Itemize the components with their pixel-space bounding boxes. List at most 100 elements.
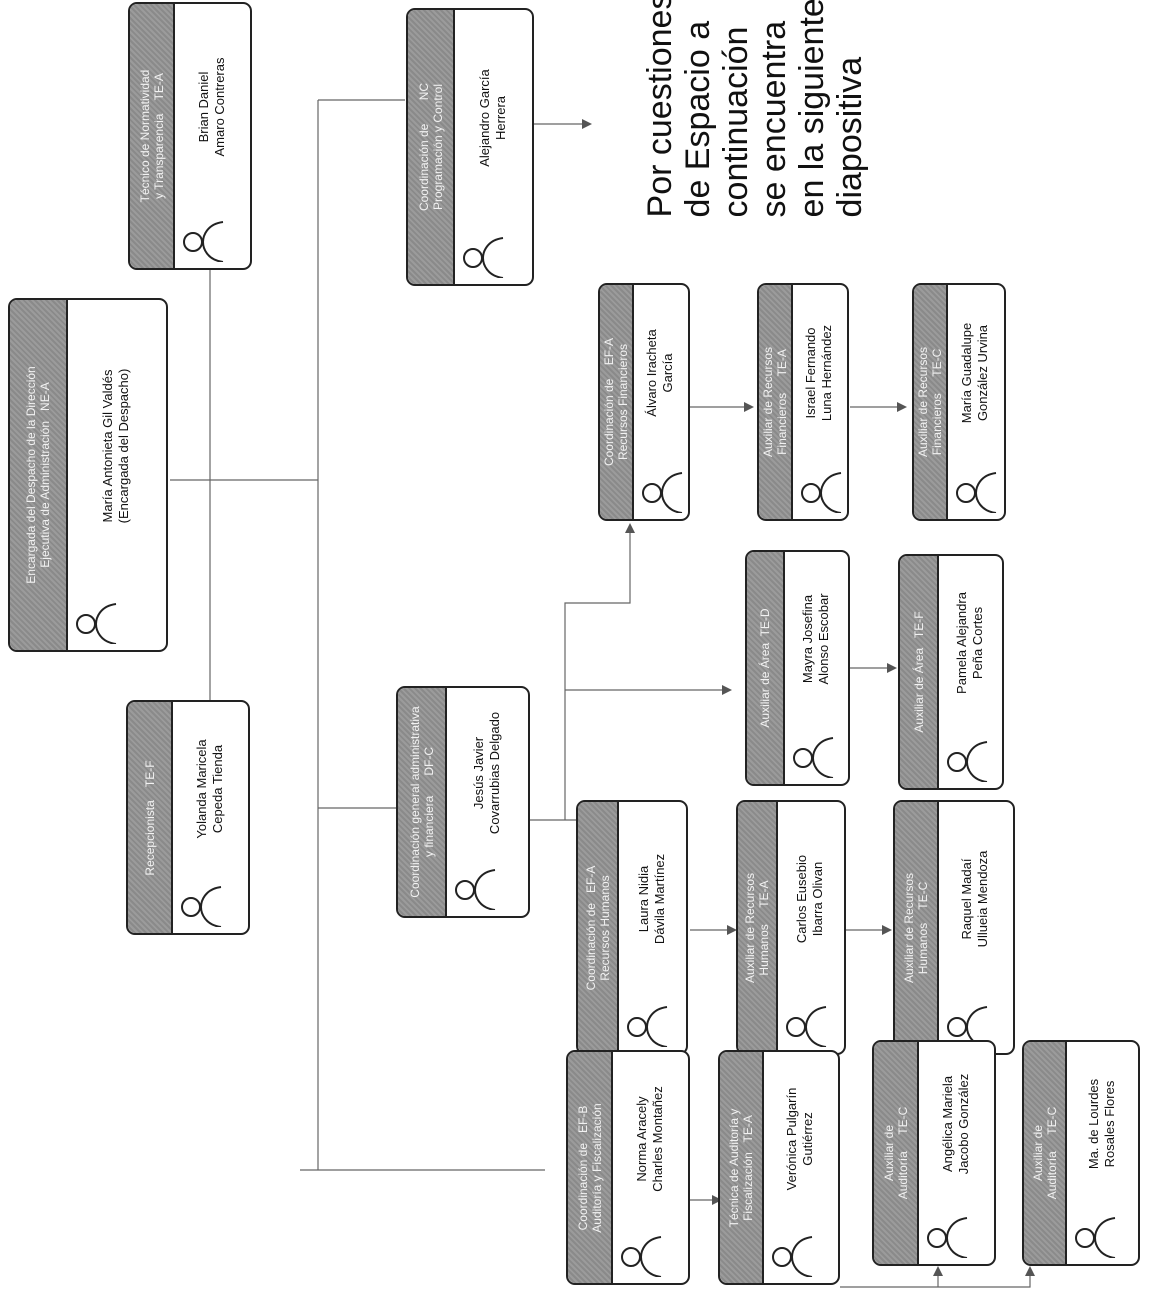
- node-body: Norma Aracely Charles Montañez: [611, 1052, 688, 1283]
- person-icon: [627, 1006, 668, 1047]
- person-icon: [181, 886, 222, 927]
- person-icon: [801, 472, 842, 513]
- person-name: Israel Fernando Luna Hernández: [803, 324, 834, 422]
- person-icon: [956, 472, 997, 513]
- node-title: Auxiliar de Recursos Financieros TE-C: [916, 346, 944, 458]
- node-title: Coordinación de EF-B Auditoría y Fiscali…: [575, 1102, 604, 1233]
- space-note-line: continuación: [717, 26, 755, 218]
- person-icon: [183, 221, 224, 262]
- person-name: María Guadalupe González Urvina: [959, 322, 990, 424]
- org-node-tec-auditoria: Técnica de Auditoría y Fiscalización TE-…: [718, 1050, 840, 1285]
- node-body: Alejandro García Herrera: [453, 10, 532, 284]
- node-body: Verónica Pulgarín Gutiérrez: [762, 1052, 838, 1283]
- node-title: Técnico de Normatividad y Transparencia …: [137, 69, 166, 203]
- node-body: Israel Fernando Luna Hernández: [791, 285, 847, 519]
- node-title: Auxiliar de Recursos Humanos TE-C: [902, 872, 930, 983]
- space-note-line: se encuentra: [755, 20, 793, 218]
- person-name: Raquel Madaí Ullueia Mendoza: [959, 850, 990, 947]
- person-icon: [621, 1236, 662, 1277]
- node-title: Auxiliar de Área TE-F: [911, 611, 926, 733]
- node-header: Coordinación de EF-A Recursos Humanos: [578, 802, 619, 1053]
- node-header: Coordinación general administrativa y fi…: [398, 688, 447, 916]
- node-title: Coordinación de NC Programación y Contro…: [416, 82, 445, 212]
- person-name: Ma. de Lourdes Rosales Flores: [1085, 1078, 1117, 1170]
- org-node-normatividad: Técnico de Normatividad y Transparencia …: [128, 2, 252, 270]
- person-icon: [1075, 1217, 1116, 1258]
- person-name: Laura Nidia Dávila Martínez: [635, 853, 667, 944]
- node-title: Coordinación de EF-A Recursos Humanos: [583, 865, 612, 990]
- person-name: Mayra Josefina Alonso Escobar: [799, 593, 831, 685]
- node-body: Álvaro Iracheta García: [632, 285, 688, 519]
- org-node-recepcionista: Recepcionista TE-F Yolanda Maricela Ceped…: [126, 700, 250, 935]
- person-name: Alejandro García Herrera: [476, 69, 508, 167]
- node-body: Raquel Madaí Ullueia Mendoza: [937, 802, 1013, 1053]
- space-note-line: de Espacio a: [679, 20, 717, 218]
- node-title: Recepcionista TE-F: [142, 759, 157, 876]
- person-name: Carlos Eusebio Ibarra Olivan: [794, 854, 825, 943]
- node-header: Auxiliar de Recursos Humanos TE-A: [738, 802, 778, 1053]
- person-icon: [786, 1006, 827, 1047]
- person-name: Brian Daniel Amaro Contreras: [195, 57, 227, 157]
- person-icon: [947, 741, 988, 782]
- person-name: Jesús Javier Covarrubias Delgado: [470, 711, 502, 835]
- node-header: Auxiliar de Área TE-D: [747, 552, 785, 784]
- person-icon: [772, 1236, 813, 1277]
- node-title: Encargada del Despacho de la Dirección E…: [24, 366, 52, 584]
- node-body: María Antonieta Gil Valdés (Encargada de…: [66, 300, 166, 650]
- space-note-line: en la siguiente: [793, 0, 831, 218]
- node-header: Auxiliar de Auditoría TE-C: [874, 1042, 919, 1264]
- node-header: Coordinación de EF-A Recursos Financiero…: [600, 285, 634, 519]
- person-name: Yolanda Maricela Cepeda Tienda: [193, 738, 225, 839]
- node-body: Laura Nidia Dávila Martínez: [617, 802, 686, 1053]
- org-node-programacion: Coordinación de NC Programación y Contro…: [406, 8, 534, 286]
- space-note-line: Por cuestiones: [641, 0, 679, 218]
- person-icon: [642, 472, 683, 513]
- node-header: Auxiliar de Recursos Humanos TE-C: [895, 802, 939, 1053]
- node-header: Encargada del Despacho de la Dirección E…: [10, 300, 68, 650]
- org-node-financieros: Coordinación de EF-A Recursos Financiero…: [598, 283, 690, 521]
- node-title: Auxiliar de Recursos Financieros TE-A: [761, 346, 789, 458]
- person-icon: [793, 737, 834, 778]
- node-title: Auxiliar de Recursos Humanos TE-A: [743, 872, 771, 983]
- node-body: Carlos Eusebio Ibarra Olivan: [776, 802, 844, 1053]
- node-header: Coordinación de EF-B Auditoría y Fiscali…: [568, 1052, 613, 1283]
- org-node-aux-area-2: Auxiliar de Área TE-F Pamela Alejandra Pe…: [898, 554, 1004, 790]
- node-header: Coordinación de NC Programación y Contro…: [408, 10, 455, 284]
- person-name: Norma Aracely Charles Montañez: [633, 1085, 665, 1192]
- person-name: Verónica Pulgarín Gutiérrez: [784, 1087, 815, 1190]
- org-node-aux-fin-2: Auxiliar de Recursos Financieros TE-C Mar…: [912, 283, 1006, 521]
- node-header: Recepcionista TE-F: [128, 702, 173, 933]
- org-node-auditoria: Coordinación de EF-B Auditoría y Fiscali…: [566, 1050, 690, 1285]
- org-node-aux-aud-2: Auxiliar de Auditoría TE-C Ma. de Lourdes…: [1022, 1040, 1140, 1266]
- node-title: Coordinación de EF-A Recursos Financiero…: [602, 337, 630, 467]
- org-node-aux-fin-1: Auxiliar de Recursos Financieros TE-A Isr…: [757, 283, 849, 521]
- node-title: Auxiliar de Área TE-D: [758, 608, 772, 728]
- node-header: Auxiliar de Recursos Financieros TE-A: [759, 285, 793, 519]
- node-body: Pamela Alejandra Peña Cortes: [937, 556, 1002, 788]
- person-icon: [463, 237, 504, 278]
- org-node-aux-hum-2: Auxiliar de Recursos Humanos TE-C Raquel …: [893, 800, 1015, 1055]
- node-title: Coordinación general administrativa y fi…: [407, 706, 436, 898]
- node-header: Técnico de Normatividad y Transparencia …: [130, 4, 175, 268]
- space-note-line: diapositiva: [831, 56, 869, 218]
- org-node-direccion: Encargada del Despacho de la Dirección E…: [8, 298, 168, 652]
- node-header: Técnica de Auditoría y Fiscalización TE-…: [720, 1052, 764, 1283]
- node-body: Brian Daniel Amaro Contreras: [173, 4, 250, 268]
- person-icon: [927, 1217, 968, 1258]
- node-body: Ma. de Lourdes Rosales Flores: [1065, 1042, 1138, 1264]
- org-node-coord-general: Coordinación general administrativa y fi…: [396, 686, 530, 918]
- node-header: Auxiliar de Área TE-F: [900, 556, 939, 788]
- node-body: Jesús Javier Covarrubias Delgado: [445, 688, 528, 916]
- node-header: Auxiliar de Recursos Financieros TE-C: [914, 285, 948, 519]
- node-title: Auxiliar de Auditoría TE-C: [1030, 1106, 1059, 1200]
- node-body: Yolanda Maricela Cepeda Tienda: [171, 702, 248, 933]
- person-name: Álvaro Iracheta García: [644, 329, 675, 417]
- person-icon: [455, 869, 496, 910]
- node-title: Técnica de Auditoría y Fiscalización TE-…: [727, 1108, 755, 1227]
- node-header: Auxiliar de Auditoría TE-C: [1024, 1042, 1067, 1264]
